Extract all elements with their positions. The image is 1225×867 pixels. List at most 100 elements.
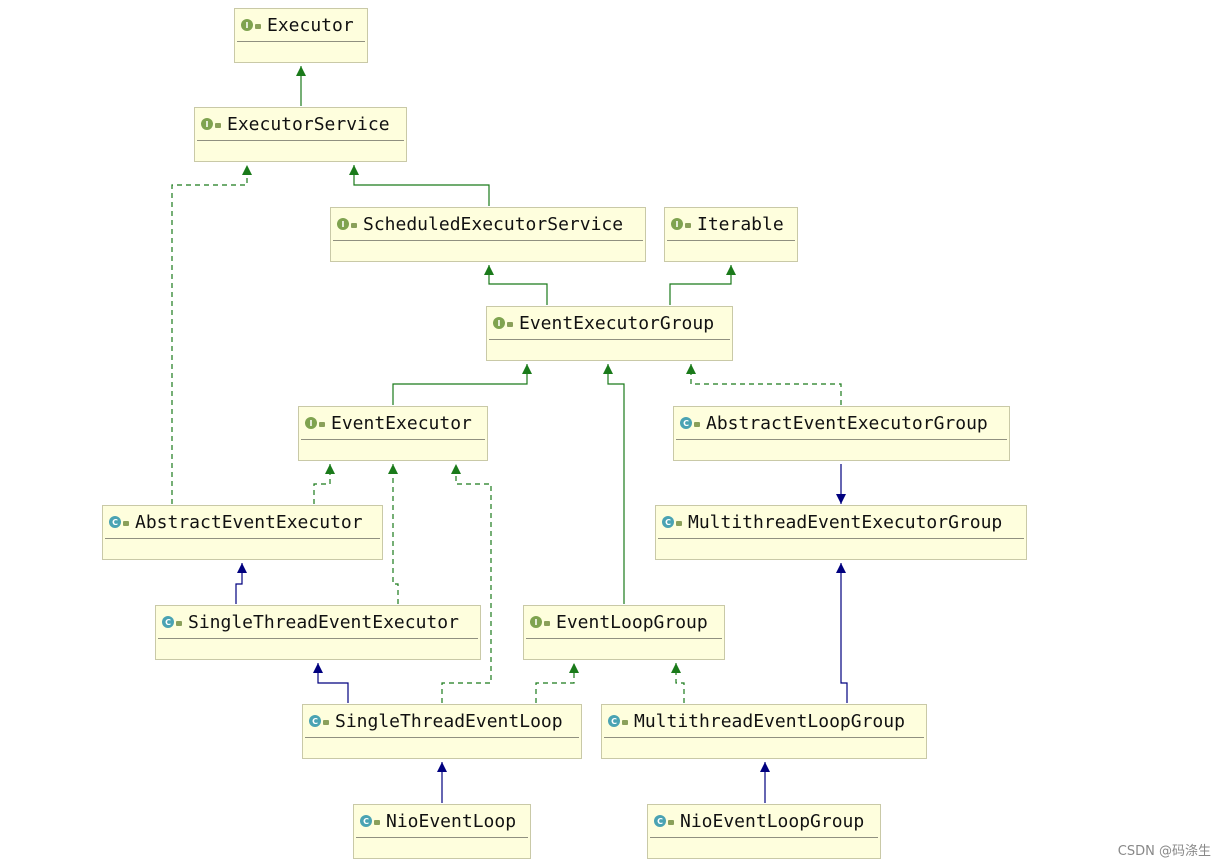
visibility-icon — [351, 223, 357, 228]
arrowhead — [760, 762, 770, 772]
edge-multithread-event-loop-group-to-event-loop-group — [671, 663, 685, 703]
node-name: EventLoopGroup — [556, 611, 708, 633]
node-header: I EventLoopGroup — [526, 606, 722, 639]
edge-single-thread-event-loop-to-single-thread-event-executor — [313, 663, 349, 703]
node-name: Executor — [267, 14, 354, 36]
node-name: SingleThreadEventLoop — [335, 710, 563, 732]
arrowhead — [325, 464, 335, 474]
interface-icon: I — [530, 616, 550, 628]
edge-multithread-event-executor-group-to-abstract-event-executor-group — [836, 464, 846, 504]
arrowhead — [603, 364, 613, 374]
arrowhead — [437, 762, 447, 772]
visibility-icon — [676, 521, 682, 526]
class-icon: C — [109, 516, 129, 528]
visibility-icon — [622, 720, 628, 725]
class-icon: C — [662, 516, 682, 528]
interface-icon: I — [337, 218, 357, 230]
watermark: CSDN @码涤生 — [1117, 844, 1211, 859]
interface-icon: I — [201, 118, 221, 130]
node-nio-event-loop[interactable]: C NioEventLoop — [353, 804, 531, 859]
node-multithread-event-executor-group[interactable]: C MultithreadEventExecutorGroup — [655, 505, 1027, 560]
node-header: I Executor — [237, 9, 365, 42]
visibility-icon — [374, 820, 380, 825]
visibility-icon — [544, 621, 550, 626]
visibility-icon — [319, 422, 325, 427]
node-name: MultithreadEventExecutorGroup — [688, 511, 1003, 533]
node-event-executor[interactable]: I EventExecutor — [298, 406, 488, 461]
edge-executor-service-to-executor — [296, 66, 306, 106]
edge-abstract-event-executor-to-executor-service — [171, 165, 252, 504]
arrowhead — [388, 464, 398, 474]
visibility-icon — [685, 223, 691, 228]
node-header: C NioEventLoop — [356, 805, 528, 838]
edge-scheduled-executor-service-to-executor-service — [349, 165, 490, 206]
arrowhead — [349, 165, 359, 175]
visibility-icon — [176, 621, 182, 626]
node-header: C MultithreadEventLoopGroup — [604, 705, 924, 738]
node-name: AbstractEventExecutor — [135, 511, 363, 533]
edge-event-executor-group-to-scheduled-executor-service — [484, 265, 548, 305]
arrowhead — [484, 265, 494, 275]
edge-single-thread-event-executor-to-abstract-event-executor — [235, 563, 247, 604]
node-header: C MultithreadEventExecutorGroup — [658, 506, 1024, 539]
node-executor[interactable]: I Executor — [234, 8, 368, 63]
node-name: SingleThreadEventExecutor — [188, 611, 459, 633]
arrowhead — [242, 165, 252, 175]
arrowhead — [726, 265, 736, 275]
interface-icon: I — [493, 317, 513, 329]
interface-icon: I — [305, 417, 325, 429]
edge-event-loop-group-to-event-executor-group — [603, 364, 625, 604]
node-header: I Iterable — [667, 208, 795, 241]
arrowhead — [686, 364, 696, 374]
node-executor-service[interactable]: I ExecutorService — [194, 107, 407, 162]
node-name: MultithreadEventLoopGroup — [634, 710, 905, 732]
node-header: I EventExecutor — [301, 407, 485, 440]
interface-icon: I — [671, 218, 691, 230]
node-multithread-event-loop-group[interactable]: C MultithreadEventLoopGroup — [601, 704, 927, 759]
node-name: AbstractEventExecutorGroup — [706, 412, 988, 434]
edge-single-thread-event-loop-to-event-executor — [441, 464, 492, 703]
edge-event-executor-to-event-executor-group — [392, 364, 532, 405]
edge-event-executor-group-to-iterable — [669, 265, 736, 305]
visibility-icon — [668, 820, 674, 825]
node-header: C AbstractEventExecutorGroup — [676, 407, 1007, 440]
arrowhead — [522, 364, 532, 374]
arrowhead — [237, 563, 247, 573]
edge-multithread-event-loop-group-to-multithread-event-executor-group — [836, 563, 848, 703]
node-name: EventExecutor — [331, 412, 472, 434]
node-event-loop-group[interactable]: I EventLoopGroup — [523, 605, 725, 660]
arrowhead — [836, 494, 846, 504]
arrowhead — [836, 563, 846, 573]
node-abstract-event-executor-group[interactable]: C AbstractEventExecutorGroup — [673, 406, 1010, 461]
edge-single-thread-event-executor-to-event-executor — [388, 464, 399, 604]
class-icon: C — [608, 715, 628, 727]
node-abstract-event-executor[interactable]: C AbstractEventExecutor — [102, 505, 383, 560]
class-icon: C — [654, 815, 674, 827]
node-name: NioEventLoop — [386, 810, 517, 832]
node-iterable[interactable]: I Iterable — [664, 207, 798, 262]
arrowhead — [313, 663, 323, 673]
visibility-icon — [123, 521, 129, 526]
edge-nio-event-loop-group-to-multithread-event-loop-group — [760, 762, 770, 803]
node-name: ExecutorService — [227, 113, 390, 135]
node-name: Iterable — [697, 213, 784, 235]
edge-abstract-event-executor-to-event-executor — [313, 464, 335, 504]
node-header: C AbstractEventExecutor — [105, 506, 380, 539]
arrowhead — [569, 663, 579, 673]
class-icon: C — [680, 417, 700, 429]
visibility-icon — [255, 24, 261, 29]
edge-nio-event-loop-to-single-thread-event-loop — [437, 762, 447, 803]
class-icon: C — [360, 815, 380, 827]
edge-abstract-event-executor-group-to-event-executor-group — [686, 364, 842, 405]
interface-icon: I — [241, 19, 261, 31]
visibility-icon — [694, 422, 700, 427]
